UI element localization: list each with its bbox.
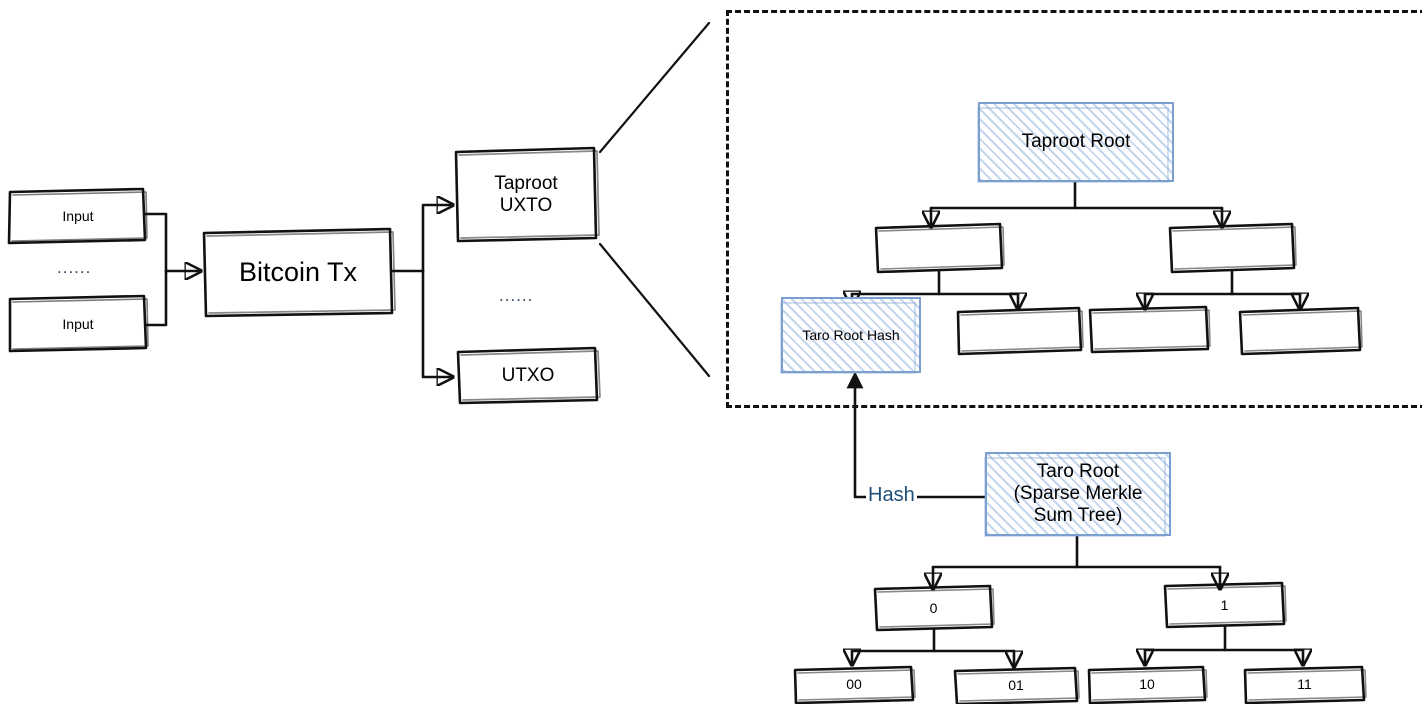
taro-leaf-01-label: 01 (1008, 677, 1024, 694)
taproot-root-node: Taproot Root (977, 102, 1174, 183)
taproot-utxo-label: Taproot UXTO (494, 173, 558, 216)
taro-root-node: Taro Root (Sparse Merkle Sum Tree) (984, 452, 1171, 537)
taro-leaf-11-label: 11 (1297, 676, 1312, 693)
taro-leaf-10-label: 10 (1139, 676, 1155, 693)
utxo-label: UTXO (501, 365, 555, 387)
taro-leaf-00-label: 00 (846, 676, 862, 693)
input-box-2-label: Input (62, 315, 94, 332)
taro-root-hash-node: Taro Root Hash (780, 297, 921, 374)
taro-node-0-label: 0 (929, 599, 938, 616)
hash-edge-label: Hash (866, 484, 917, 507)
input-box-1-label: Input (62, 207, 94, 224)
outputs-ellipsis: ...... (499, 286, 534, 305)
inputs-ellipsis: ...... (57, 258, 92, 277)
taro-node-1-label: 1 (1220, 596, 1229, 613)
bitcoin-tx-label: Bitcoin Tx (238, 257, 358, 288)
